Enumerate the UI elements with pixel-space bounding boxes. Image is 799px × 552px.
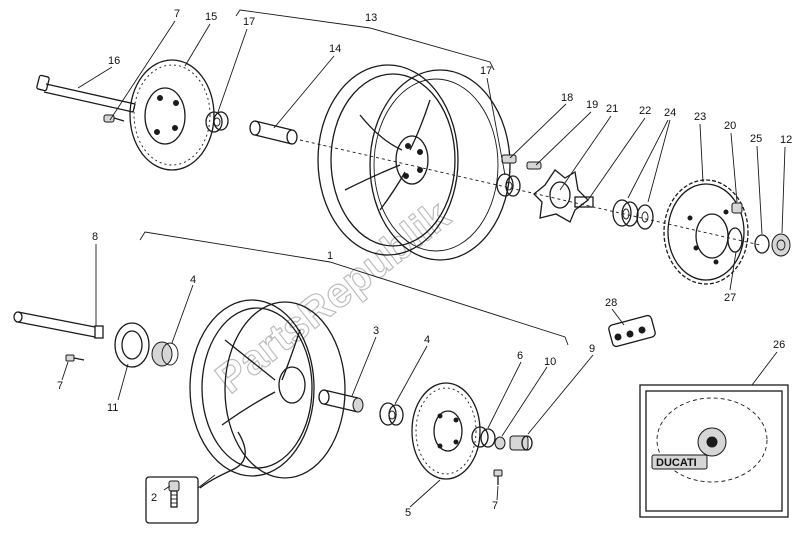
callout-27: 27	[724, 292, 736, 304]
rear-axle	[36, 74, 136, 113]
callout-7-bottom: 7	[492, 500, 498, 512]
callout-15: 15	[205, 11, 217, 23]
rear-brake-disc	[129, 59, 215, 171]
callout-21: 21	[606, 103, 618, 115]
front-axle	[13, 311, 104, 339]
circlip	[727, 227, 743, 253]
callout-13: 13	[365, 12, 377, 24]
callout-23: 23	[694, 111, 706, 123]
rear-spacer	[249, 120, 298, 145]
callout-3: 3	[373, 325, 379, 337]
watermark-text: PartsRepublik	[207, 191, 459, 402]
callout-14: 14	[329, 43, 341, 55]
callout-2: 2	[151, 492, 157, 504]
rear-wheel-group	[36, 59, 791, 285]
callout-22: 22	[639, 105, 651, 117]
sprocket-cover-inset: DUCATI	[639, 384, 789, 518]
callout-labels: 7 15 17 13 14 16 17 18 19 21 22 24 23 20…	[57, 8, 792, 519]
callout-16: 16	[108, 55, 120, 67]
callout-7-left: 7	[57, 380, 63, 392]
callout-19: 19	[586, 99, 598, 111]
rear-disc-screw	[103, 114, 125, 123]
callout-25: 25	[750, 133, 762, 145]
carrier-bearings	[612, 199, 654, 230]
callout-8: 8	[92, 231, 98, 243]
callout-24: 24	[664, 107, 676, 119]
front-spacer	[318, 389, 364, 413]
callout-4-right: 4	[424, 334, 430, 346]
front-screw-bottom	[493, 469, 503, 485]
callout-28: 28	[605, 297, 617, 309]
front-spacer-small	[471, 426, 496, 448]
callout-17-left: 17	[243, 16, 255, 28]
valve-inset	[145, 476, 199, 524]
sprocket-carrier	[533, 169, 594, 223]
axle-nut	[771, 233, 791, 257]
callout-4-left: 4	[190, 274, 196, 286]
chain-link	[608, 314, 656, 348]
rear-wheel-rim	[317, 64, 511, 261]
rear-sprocket	[663, 179, 749, 285]
front-seal	[494, 436, 506, 450]
callout-12: 12	[780, 134, 792, 146]
front-axle-nut	[509, 435, 533, 451]
ducati-logo: DUCATI	[656, 457, 697, 469]
front-brake-disc	[411, 382, 481, 480]
callout-6: 6	[517, 350, 523, 362]
callout-11: 11	[107, 402, 118, 414]
leader-lines	[61, 9, 786, 508]
callout-9: 9	[589, 343, 595, 355]
front-screw-left	[65, 354, 85, 362]
front-bearing-right	[379, 402, 404, 426]
callout-10: 10	[544, 356, 556, 368]
callout-20: 20	[724, 120, 736, 132]
rear-bearing-left	[205, 111, 229, 133]
callout-18: 18	[561, 92, 573, 104]
speedo-drive	[114, 322, 179, 368]
callout-17-right: 17	[480, 65, 492, 77]
callout-5: 5	[405, 507, 411, 519]
callout-1: 1	[327, 250, 333, 262]
axle-washer	[754, 234, 770, 254]
rear-sprocket-studs	[501, 154, 542, 170]
callout-26: 26	[773, 339, 785, 351]
sprocket-nut	[731, 202, 743, 214]
front-wheel-rim	[189, 299, 346, 489]
front-wheel-group: DUCATI	[13, 299, 789, 524]
callout-7-top: 7	[174, 8, 180, 20]
